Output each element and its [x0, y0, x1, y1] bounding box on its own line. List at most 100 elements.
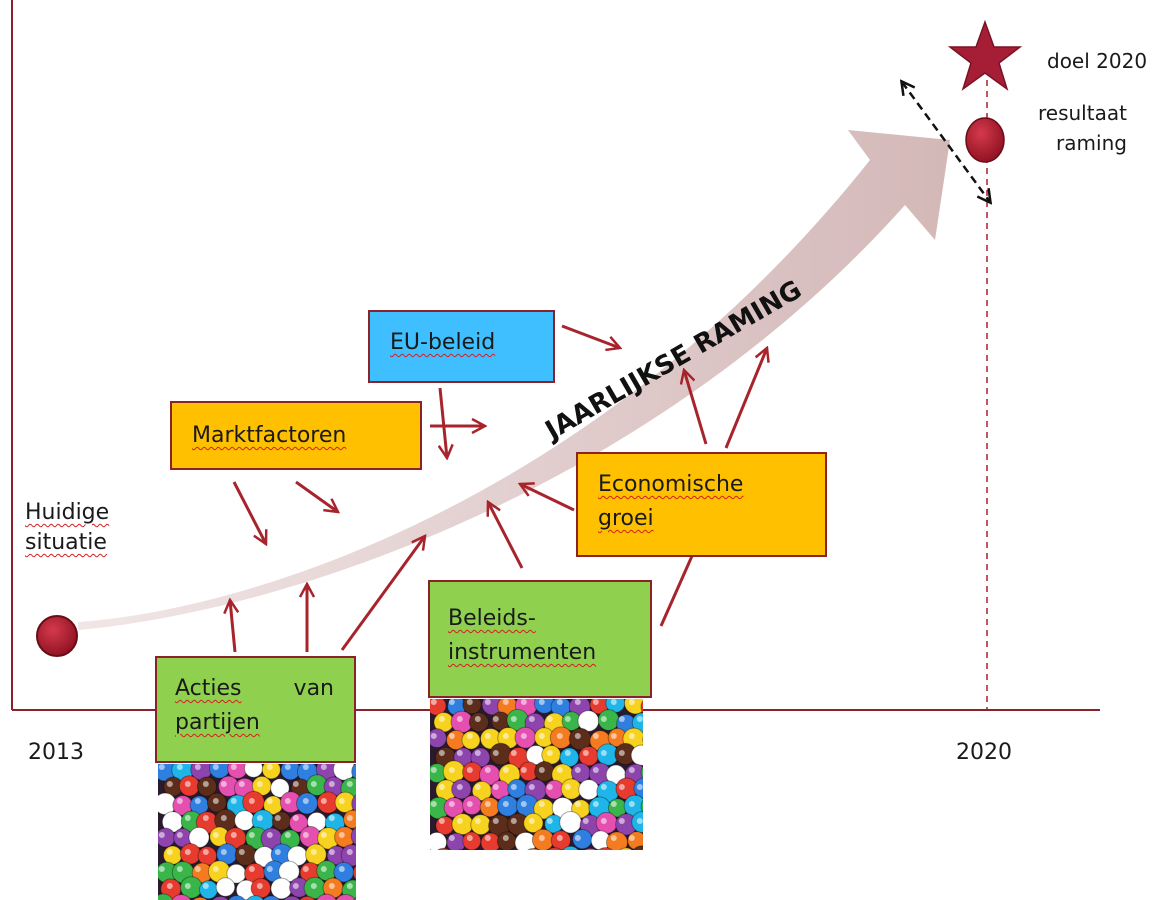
- influence-arrow: [659, 555, 694, 627]
- candy-highlight: [328, 883, 335, 889]
- candy-highlight: [556, 801, 563, 807]
- candy-highlight: [176, 764, 183, 770]
- candy: [335, 893, 356, 900]
- candy-highlight: [592, 835, 599, 841]
- candy: [632, 845, 643, 850]
- groei-text: groei: [598, 506, 654, 531]
- candy-highlight: [538, 801, 545, 807]
- candy-highlight: [310, 815, 317, 821]
- candy: [640, 699, 643, 715]
- candy: [430, 831, 448, 850]
- candy-highlight: [556, 699, 563, 705]
- candy: [605, 831, 628, 850]
- candy-highlight: [474, 750, 481, 756]
- candy-highlight: [574, 835, 581, 841]
- candy-highlight: [466, 733, 473, 739]
- influence-arrow: [295, 480, 338, 512]
- influence-arrow: [232, 481, 266, 544]
- candy-highlight: [292, 849, 299, 855]
- candy-highlight: [484, 699, 491, 705]
- candy: [352, 864, 356, 881]
- candy-highlight: [184, 849, 191, 855]
- candy-highlight: [592, 733, 599, 739]
- candy-highlight: [556, 835, 563, 841]
- candy-highlight: [618, 716, 625, 722]
- candy-highlight: [166, 815, 173, 821]
- economische-groei-box: Economische groei: [576, 452, 827, 557]
- candy-highlight: [628, 699, 635, 705]
- candy-highlight: [546, 818, 553, 824]
- candy-highlight: [520, 733, 527, 739]
- candy-highlight: [538, 733, 545, 739]
- result-label: resultaat raming: [1038, 98, 1127, 158]
- candy-highlight: [510, 750, 517, 756]
- candy-highlight: [320, 798, 327, 804]
- influence-arrow: [520, 484, 575, 512]
- candy-highlight: [320, 832, 327, 838]
- candy: [451, 813, 474, 836]
- influence-arrow: [340, 536, 425, 651]
- candy-highlight: [484, 733, 491, 739]
- candy-highlight: [510, 818, 517, 824]
- candy: [351, 764, 356, 781]
- candy-highlight: [430, 801, 437, 807]
- candy: [496, 831, 517, 850]
- candy-highlight: [502, 835, 509, 841]
- economische-text: Economische: [598, 472, 744, 497]
- candy-highlight: [292, 781, 299, 787]
- candy-highlight: [220, 815, 227, 821]
- eu-beleid-box: EU-beleid: [368, 310, 555, 383]
- acties-text: Acties: [175, 676, 242, 701]
- candy-highlight: [302, 866, 309, 872]
- candy-highlight: [520, 767, 527, 773]
- marktfactoren-box: Marktfactoren: [170, 401, 422, 470]
- candy-photo: [430, 699, 643, 850]
- trend-arrow-label: JAARLIJKSE RAMING: [539, 275, 807, 447]
- candy-highlight: [528, 784, 535, 790]
- end-year-label: 2020: [956, 740, 1012, 765]
- candy-highlight: [320, 866, 327, 872]
- candy: [640, 799, 643, 814]
- candy: [246, 895, 265, 900]
- candy-highlight: [610, 699, 617, 705]
- candy-highlight: [158, 832, 165, 838]
- candy: [527, 847, 540, 850]
- start-year-label: 2013: [28, 740, 84, 765]
- beleids-text: Beleids-: [448, 606, 536, 631]
- candy: [271, 811, 292, 831]
- candy-highlight: [448, 699, 455, 705]
- candy-highlight: [202, 849, 209, 855]
- candy: [234, 843, 257, 867]
- candy-highlight: [230, 764, 237, 770]
- candy-highlight: [610, 733, 617, 739]
- candy-highlight: [248, 764, 255, 770]
- candy-highlight: [194, 866, 201, 872]
- candy-highlight: [238, 781, 245, 787]
- candy-highlight: [310, 849, 317, 855]
- candy: [640, 765, 643, 780]
- candy-highlight: [158, 764, 165, 770]
- candy-highlight: [456, 784, 463, 790]
- candy-highlight: [510, 784, 517, 790]
- candy-highlight: [320, 764, 327, 770]
- candy: [547, 847, 562, 850]
- candy-highlight: [628, 801, 635, 807]
- candy-highlight: [256, 883, 263, 889]
- candy-highlight: [184, 781, 191, 787]
- candy: [583, 847, 598, 850]
- candy-highlight: [600, 784, 607, 790]
- candy-highlight: [520, 699, 527, 705]
- candy-highlight: [292, 883, 299, 889]
- candy-highlight: [492, 750, 499, 756]
- result-label-line2: raming: [1056, 131, 1127, 155]
- candy-highlight: [574, 767, 581, 773]
- result-label-line1: resultaat: [1038, 101, 1127, 125]
- influence-arrow: [684, 370, 708, 445]
- candy-highlight: [448, 835, 455, 841]
- candy-highlight: [194, 764, 201, 770]
- candy: [158, 893, 174, 900]
- candy-highlight: [438, 818, 445, 824]
- candy-highlight: [592, 699, 599, 705]
- eu-beleid-text: EU-beleid: [390, 330, 496, 355]
- candy-highlight: [158, 866, 165, 872]
